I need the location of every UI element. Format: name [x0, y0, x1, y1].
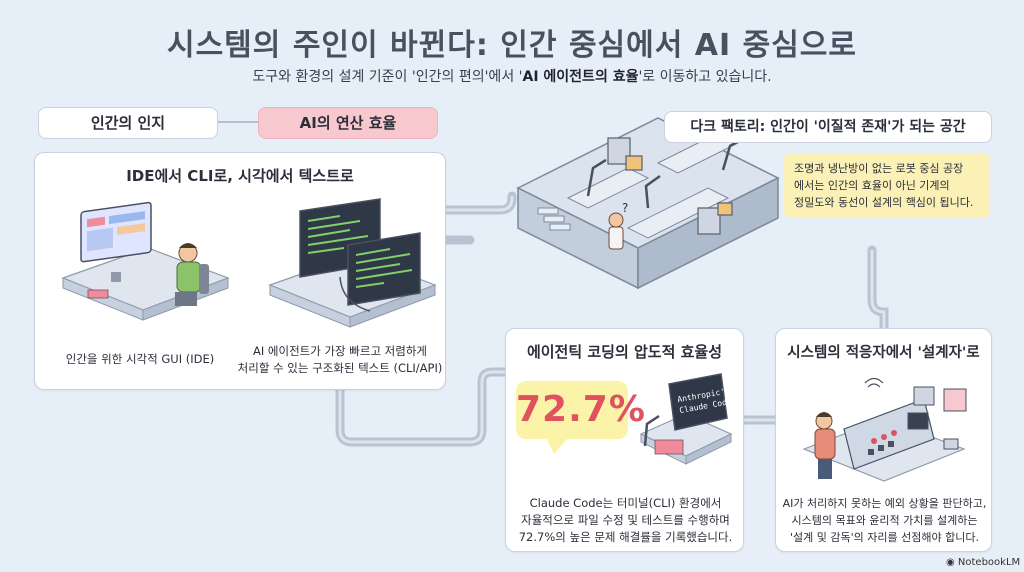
ide-to-cli-card: IDE에서 CLI로, 시각에서 텍스트로 인간을 위한 시각적 GUI (ID…: [34, 152, 446, 390]
cli-caption-line-1: AI 에이전트가 가장 빠르고 저렴하게: [253, 344, 427, 358]
agentic-caption-line-1: Claude Code는 터미널(CLI) 환경에서: [529, 496, 722, 510]
dark-factory-note-line-2: 에서는 인간의 효율이 아닌 기계의: [794, 179, 950, 192]
control-panel-illustration: [802, 377, 967, 482]
subtitle-bold: AI 에이전트의 효율: [522, 69, 639, 85]
designer-caption-line-1: AI가 처리하지 못하는 예외 상황을 판단하고,: [782, 497, 987, 510]
system-designer-card: 시스템의 적응자에서 '설계자'로 AI가 처리하지 못하는 예외 상황을 판단…: [775, 328, 992, 552]
gui-desktop-illustration: [61, 201, 230, 321]
dark-factory-note-line-1: 조명과 냉난방이 없는 로봇 중심 공장: [794, 162, 964, 175]
pill-human-cognition: 인간의 인지: [38, 107, 218, 139]
page-subtitle: 도구와 환경의 설계 기준이 '인간의 편의'에서 'AI 에이전트의 효율'로…: [0, 66, 1024, 86]
svg-text:?: ?: [622, 201, 628, 215]
logo-icon: ◉: [946, 557, 958, 568]
bubble-tail: [546, 438, 568, 454]
cli-terminal-illustration: [268, 198, 437, 328]
designer-card-title: 시스템의 적응자에서 '설계자'로: [787, 345, 980, 361]
subtitle-pre: 도구와 환경의 설계 기준이 '인간의 편의'에서 ': [252, 69, 523, 85]
notebooklm-logo: ◉ NotebookLM: [946, 557, 1020, 568]
designer-caption: AI가 처리하지 못하는 예외 상황을 판단하고, 시스템의 목표와 윤리적 가…: [778, 495, 991, 546]
dark-factory-note: 조명과 냉난방이 없는 로봇 중심 공장 에서는 인간의 효율이 아닌 기계의 …: [784, 153, 990, 217]
page-title: 시스템의 주인이 바뀐다: 인간 중심에서 AI 중심으로: [166, 28, 858, 63]
agentic-caption-line-2: 자율적으로 파일 수정 및 테스트를 수행하며: [521, 513, 730, 527]
designer-caption-line-3: '설계 및 감독'의 자리를 선점해야 합니다.: [790, 531, 979, 544]
dark-factory-note-line-3: 정밀도와 동선이 설계의 핵심이 됩니다.: [794, 196, 974, 209]
designer-caption-line-2: 시스템의 목표와 윤리적 가치를 설계하는: [791, 514, 978, 527]
dark-factory-illustration: ?: [516, 117, 780, 290]
agentic-caption-line-3: 72.7%의 높은 문제 해결률을 기록했습니다.: [518, 530, 733, 544]
claude-code-terminal-illustration: [639, 373, 733, 465]
success-rate-bubble: 72.7%: [516, 381, 646, 439]
pill-dark-factory: 다크 팩토리: 인간이 '이질적 존재'가 되는 공간: [664, 111, 992, 143]
agentic-card-title: 에이전틱 코딩의 압도적 효율성: [526, 343, 723, 361]
pill-ai-efficiency: AI의 연산 효율: [258, 107, 438, 139]
subtitle-post: '로 이동하고 있습니다.: [638, 69, 772, 85]
cli-caption-line-2: 처리할 수 있는 구조화된 텍스트 (CLI/API): [237, 361, 443, 375]
agentic-caption: Claude Code는 터미널(CLI) 환경에서 자율적으로 파일 수정 및…: [510, 495, 741, 546]
logo-text: NotebookLM: [957, 557, 1021, 568]
cli-caption: AI 에이전트가 가장 빠르고 저렴하게 처리할 수 있는 구조화된 텍스트 (…: [235, 343, 445, 377]
success-rate-value: 72.7%: [516, 389, 646, 430]
gui-caption: 인간을 위한 시각적 GUI (IDE): [65, 352, 215, 366]
ide-card-title: IDE에서 CLI로, 시각에서 텍스트로: [126, 167, 354, 185]
agentic-coding-card: 에이전틱 코딩의 압도적 효율성 72.7% Anthropic's Claud…: [505, 328, 744, 552]
